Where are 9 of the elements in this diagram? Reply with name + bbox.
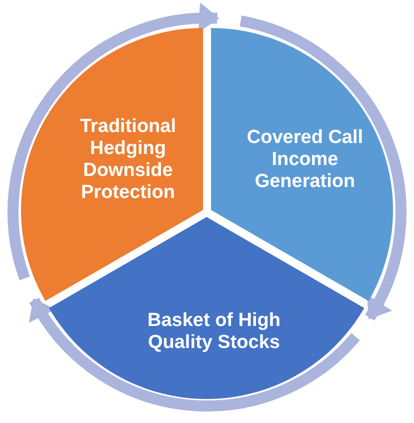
curved-arrow	[29, 297, 360, 412]
curved-arrow	[8, 3, 220, 280]
curved-arrow	[239, 16, 406, 320]
pie-segment	[49, 217, 365, 399]
segment-label: Basket of High Quality Stocks	[146, 310, 282, 354]
segment-label: Covered Call Income Generation	[246, 127, 364, 193]
pie-segment	[211, 28, 394, 300]
pie-segment	[20, 28, 203, 300]
segment-label: Traditional Hedging Downside Protection	[78, 116, 178, 204]
